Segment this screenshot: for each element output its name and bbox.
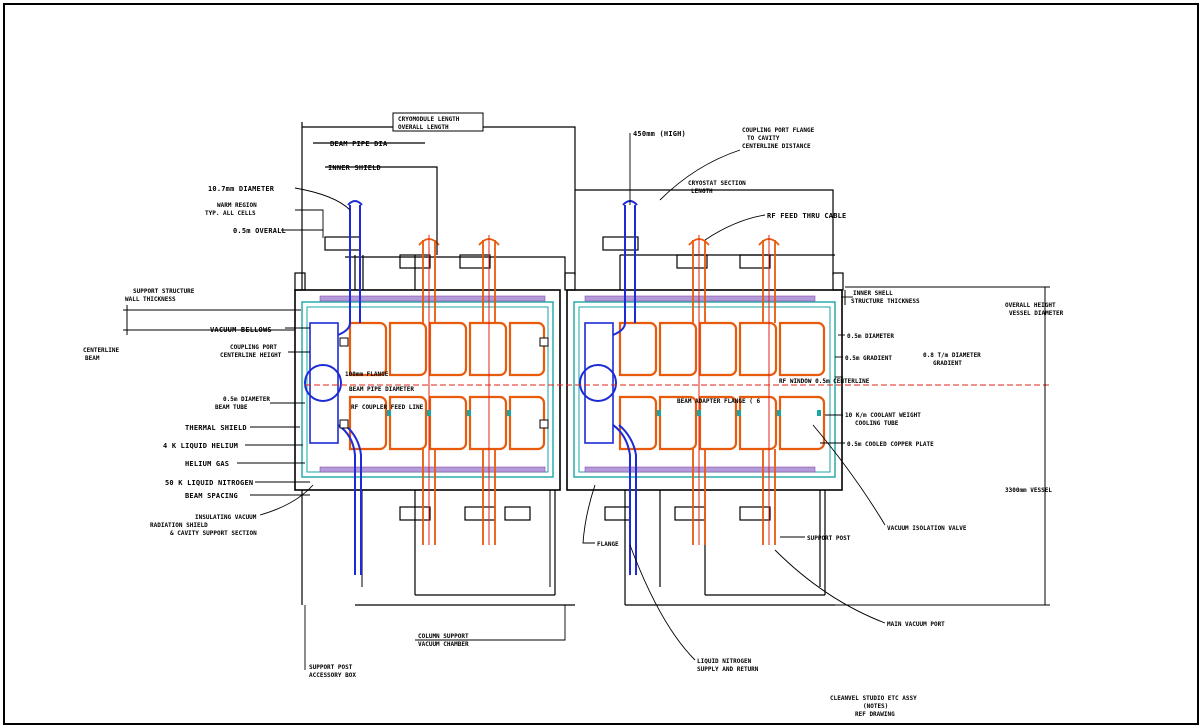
label-4k-helium: 4 K LIQUID HELIUM (163, 442, 238, 450)
right-vacuum-manifold (579, 200, 638, 575)
label-vacuum-bellows: VACUUM BELLOWS (210, 326, 272, 334)
left-thermal-shield (301, 301, 554, 478)
title-block-line-3: REF DRAWING (855, 711, 895, 718)
label-flange: FLANGE (597, 541, 619, 548)
left-mli-top (319, 295, 546, 302)
right-mli-top (584, 295, 816, 302)
label-cryostat-section-1: CRYOSTAT SECTION (688, 180, 746, 187)
label-inner-shield: INNER SHIELD (328, 164, 381, 172)
label-liquid-nitrogen-1: LIQUID NITROGEN (697, 658, 752, 665)
label-coupling-port-1: COUPLING PORT FLANGE (742, 127, 815, 134)
label-far-left-2: BEAM (85, 355, 100, 362)
label-coupling-port-height-2: CENTERLINE HEIGHT (220, 352, 282, 359)
label-beam-pipe-diameter: BEAM PIPE DIAMETER (349, 386, 414, 393)
right-coupler-centerlines (698, 235, 770, 545)
label-support-post: SUPPORT POST (807, 535, 851, 542)
label-coupling-port-3: CENTERLINE DISTANCE (742, 143, 811, 150)
label-beam-tube-1: 0.5m DIAMETER (223, 396, 270, 403)
left-vacuum-vessel (294, 289, 561, 491)
label-main-vacuum-port: MAIN VACUUM PORT (887, 621, 945, 628)
drawing-frame: CRYOMODULE LENGTH OVERALL LENGTH BEAM PI… (3, 3, 1199, 725)
label-insulating-vacuum-3: & CAVITY SUPPORT SECTION (170, 530, 257, 537)
label-0-5m-overall: 0.5m OVERALL (233, 227, 286, 235)
label-100mm-flange: 100mm FLANGE (345, 371, 389, 378)
left-vacuum-manifold (304, 200, 363, 575)
label-3300mm: 3300mm VESSEL (1005, 487, 1052, 494)
leader-lines (237, 133, 886, 670)
label-vacuum-isolation: VACUUM ISOLATION VALVE (887, 525, 967, 532)
label-beam-spacing: BEAM SPACING (185, 492, 238, 500)
label-support-post-acc-2: ACCESSORY BOX (309, 672, 356, 679)
title-block-line-1: CLEANVEL STUDIO ETC ASSY (830, 695, 917, 702)
left-vessel-top-flange (294, 272, 306, 291)
label-warm-region-2: TYP. ALL CELLS (205, 210, 256, 217)
label-beam-pipe: BEAM PIPE DIA (330, 140, 388, 148)
cryomodule-cross-section-drawing: CRYOMODULE LENGTH OVERALL LENGTH BEAM PI… (83, 112, 1064, 718)
label-overall-height-1: OVERALL HEIGHT (1005, 302, 1056, 309)
label-thermal-shield: THERMAL SHIELD (185, 424, 247, 432)
title-block-line-2: (NOTES) (863, 703, 888, 710)
left-small-fittings (339, 337, 549, 429)
label-insulating-vacuum-2: RADIATION SHIELD (150, 522, 208, 529)
label-warm-region-1: WARM REGION (217, 202, 257, 209)
label-coolant-1: 10 K/m COOLANT WEIGHT (845, 412, 921, 419)
left-mli-bottom (319, 466, 546, 473)
left-cavity-string (348, 238, 546, 545)
right-mli-bottom (584, 466, 816, 473)
label-rf-window: RF WINDOW 0.5m CENTERLINE (779, 378, 870, 385)
label-0-8t-1: 0.8 T/m DIAMETER (923, 352, 981, 359)
callout-labels: CRYOMODULE LENGTH OVERALL LENGTH BEAM PI… (83, 112, 1064, 718)
label-0-8t-2: GRADIENT (933, 360, 962, 367)
label-rf-coupler: RF COUPLER FEED LINE (351, 404, 424, 411)
left-dimension-lines (123, 305, 301, 335)
label-beam-adapter: BEAM ADAPTER FLANGE ( 6 (677, 398, 760, 405)
label-coupling-port-height-1: COUPLING PORT (230, 344, 277, 351)
label-inner-shell-2: STRUCTURE THICKNESS (851, 298, 920, 305)
label-liquid-nitrogen-2: SUPPLY AND RETURN (697, 666, 759, 673)
label-insulating-vacuum-1: INSULATING VACUUM (195, 514, 257, 521)
label-support-structure-1: SUPPORT STRUCTURE (133, 288, 195, 295)
label-column-support-2: VACUUM CHAMBER (418, 641, 469, 648)
label-overall-height-2: VESSEL DIAMETER (1009, 310, 1064, 317)
label-coupling-port-2: TO CAVITY (747, 135, 780, 142)
label-top-center-2: OVERALL LENGTH (398, 124, 449, 131)
label-coolant-2: COOLING TUBE (855, 420, 899, 427)
right-cavity-string (618, 238, 826, 545)
left-coupler-centerlines (428, 235, 490, 545)
label-50k-nitrogen: 50 K LIQUID NITROGEN (165, 479, 253, 487)
label-column-support-1: COLUMN SUPPORT (418, 633, 469, 640)
label-beam-tube-2: BEAM TUBE (215, 404, 248, 411)
label-cryostat-section-2: LENGTH (691, 188, 713, 195)
label-top-center-1: CRYOMODULE LENGTH (398, 116, 460, 123)
cell-markers (387, 410, 821, 416)
label-support-post-acc-1: SUPPORT POST (309, 664, 353, 671)
label-10-7mm: 10.7mm DIAMETER (208, 185, 275, 193)
right-dimension-lines (825, 286, 1050, 606)
label-inner-shell-1: INNER SHELL (853, 290, 893, 297)
label-0-5m-gradient: 0.5m GRADIENT (845, 355, 892, 362)
label-helium-gas: HELIUM GAS (185, 460, 229, 468)
label-support-structure-2: WALL THICKNESS (125, 296, 176, 303)
label-rf-feed: RF FEED THRU CABLE (767, 212, 846, 220)
label-far-left-1: CENTERLINE (83, 347, 120, 354)
label-copper-plate: 0.5m COOLED COPPER PLATE (847, 441, 934, 448)
label-0-5m-diameter: 0.5m DIAMETER (847, 333, 894, 340)
label-450mm: 450mm (HIGH) (633, 130, 686, 138)
